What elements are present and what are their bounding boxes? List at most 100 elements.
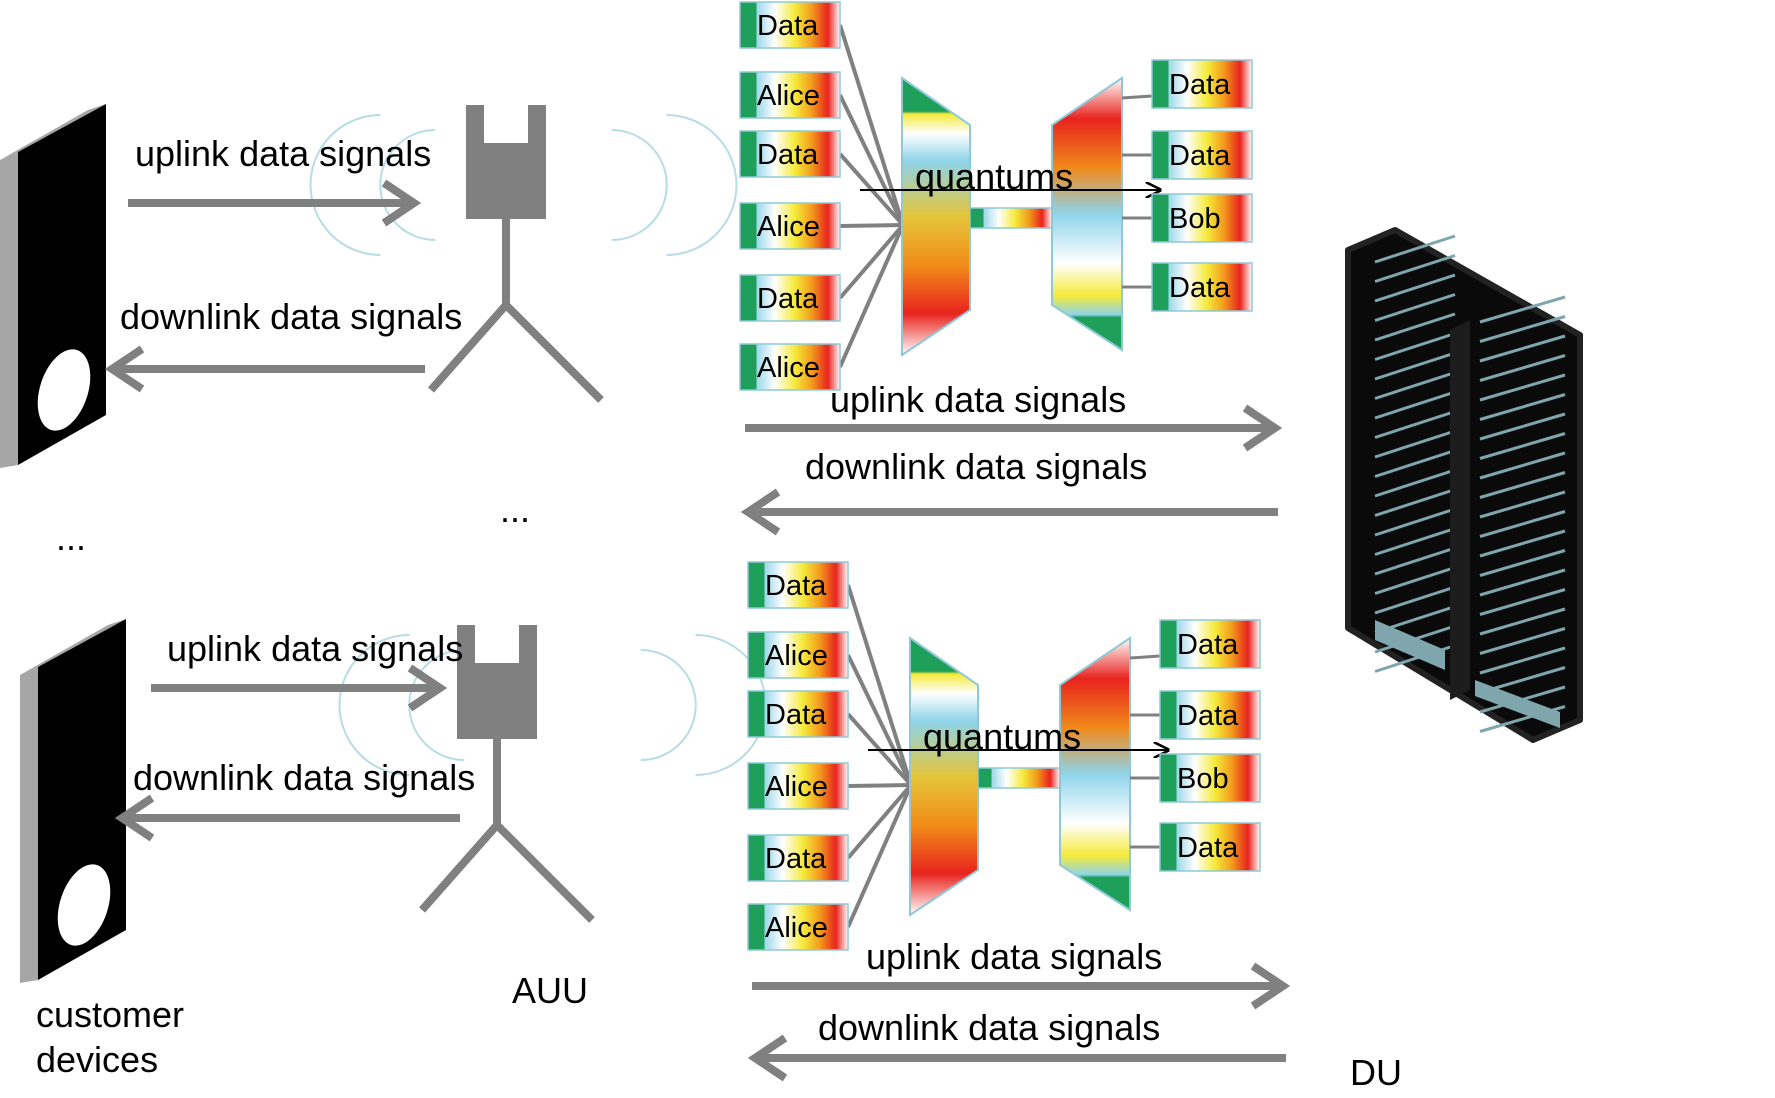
du-slot-right-6	[1479, 412, 1566, 441]
du-slot-right-15	[1479, 588, 1566, 616]
uplink-arrow-bottom-right	[752, 962, 1291, 1010]
du-slot-right-10	[1479, 490, 1566, 519]
radio-waves-top-arc-1	[379, 129, 436, 241]
wdm-bottom-in-line-1	[846, 654, 913, 786]
downlink-arrow-top-right-head-icon	[740, 488, 781, 536]
wdm-top-input-0: Data	[739, 1, 841, 49]
auu-antenna-bottom-leg-right	[494, 822, 595, 923]
wdm-top-quantums-label: quantums	[915, 156, 1073, 197]
downlink-arrow-bottom-left	[114, 794, 460, 842]
wdm-bottom-output-1-fill	[1159, 690, 1261, 740]
wdm-bottom-output-2-fill	[1159, 753, 1261, 803]
du-slot-right-5	[1479, 393, 1566, 421]
du-slot-left-3	[1374, 293, 1456, 322]
wdm-bottom-output-3-label: Data	[1177, 832, 1239, 864]
du-slot-left-1	[1374, 254, 1456, 283]
du-slot-right-14	[1479, 568, 1566, 597]
du-slot-left-2	[1374, 273, 1456, 303]
wdm-bottom-input-1-label: Alice	[765, 640, 828, 672]
wdm-bottom-input-0-label: Data	[765, 570, 827, 602]
radio-waves-top-arc-0	[309, 114, 381, 256]
wdm-bottom-input-4: Data	[747, 834, 849, 882]
du-slot-left-17	[1374, 566, 1456, 595]
radio-waves-top-arc-3	[666, 114, 738, 256]
wdm-bottom-output-0: Data	[1159, 619, 1261, 669]
wdm-top-in-line-4	[838, 223, 905, 300]
du-slot-left-12	[1374, 468, 1456, 498]
wdm-top-input-5-label: Alice	[757, 352, 820, 384]
du-slot-right-0	[1479, 295, 1566, 324]
du-slot-left-14	[1374, 507, 1456, 537]
wdm-top-output-3-label: Data	[1169, 272, 1231, 304]
du-slot-right-1	[1479, 315, 1566, 343]
auu-antenna-top-leg-left	[428, 302, 509, 393]
wdm-bottom-output-2-label: Bob	[1177, 763, 1229, 795]
wdm-top-mux-trapezoid	[901, 76, 971, 357]
wdm-bottom-input-2-label: Data	[765, 699, 827, 731]
wdm-top-output-0-fill	[1151, 59, 1253, 109]
du-slot-right-17	[1479, 627, 1566, 655]
wdm-top-input-5: Alice	[739, 343, 841, 391]
downlink-label-top-right: downlink data signals	[805, 446, 1147, 487]
du-slot-right-18	[1479, 646, 1566, 675]
wdm-top-input-2-fill	[739, 130, 841, 178]
wdm-top-output-0: Data	[1151, 59, 1253, 109]
wdm-bottom-fiber	[977, 767, 1061, 789]
du-slot-left-9	[1374, 410, 1456, 439]
wdm-bottom-input-3: Alice	[747, 762, 849, 810]
wdm-top-input-4-label: Data	[757, 283, 819, 315]
du-slot-right-16	[1479, 607, 1566, 636]
du-slot-right-9	[1479, 471, 1566, 499]
du-slot-left-13	[1374, 488, 1456, 517]
wdm-top-input-4: Data	[739, 274, 841, 322]
du-slot-right-3	[1479, 354, 1566, 382]
customer-device-bottom	[20, 619, 126, 983]
ellipsis-auu: ...	[500, 489, 530, 530]
wdm-bottom-out-line-0	[1129, 654, 1161, 660]
wdm-top-output-1: Data	[1151, 130, 1253, 180]
du-slot-right-2	[1479, 334, 1566, 363]
uplink-arrow-top-right	[745, 404, 1283, 452]
customer-devices-label-line2: devices	[36, 1039, 158, 1080]
wdm-top-input-1: Alice	[739, 71, 841, 119]
du-slot-right-11	[1479, 510, 1566, 538]
du-rack-divider	[1450, 320, 1470, 700]
auu-antenna-top	[428, 105, 604, 403]
du-slot-left-11	[1374, 449, 1456, 478]
wdm-top-output-2-label: Bob	[1169, 203, 1221, 235]
du-slot-left-16	[1374, 546, 1456, 576]
wdm-top-output-0-label: Data	[1169, 69, 1231, 101]
wdm-bottom-input-5-fill	[747, 903, 849, 951]
du-slot-right-12	[1479, 529, 1566, 558]
customer-devices-label-line1: customer	[36, 994, 184, 1035]
du-slot-left-15	[1374, 527, 1456, 556]
wdm-top-output-1-fill	[1151, 130, 1253, 180]
wdm-bottom-in-line-4	[846, 783, 913, 860]
customer-device-top-button-icon	[37, 349, 91, 431]
uplink-arrow-top-right-head-icon	[1242, 404, 1283, 452]
wdm-top-input-2: Data	[739, 130, 841, 178]
wdm-bottom: quantums	[846, 584, 1168, 928]
wdm-top-demux-trapezoid	[1051, 76, 1123, 352]
wdm-top-input-0-label: Data	[757, 10, 819, 42]
wdm-top-output-3-fill	[1151, 262, 1253, 312]
du-slot-right-7	[1479, 432, 1566, 460]
wdm-top-output-3: Data	[1151, 262, 1253, 312]
uplink-label-bottom-left: uplink data signals	[167, 628, 463, 669]
wdm-bottom-in-line-5	[846, 784, 913, 928]
uplink-arrow-bottom-right-head-icon	[1250, 962, 1291, 1010]
wdm-top-input-1-fill	[739, 71, 841, 119]
du-slot-left-4	[1374, 312, 1456, 342]
wdm-top-input-3: Alice	[739, 202, 841, 250]
wdm-top-input-3-label: Alice	[757, 211, 820, 243]
uplink-label-top-left: uplink data signals	[135, 133, 431, 174]
auu-antenna-bottom-head	[457, 625, 537, 739]
downlink-arrow-top-right	[740, 488, 1278, 536]
customer-device-top	[0, 104, 106, 468]
du-base-slot-left	[1375, 620, 1445, 670]
wdm-bottom-output-0-label: Data	[1177, 629, 1239, 661]
downlink-arrow-top-left-head-icon	[104, 345, 145, 393]
customer-device-bottom-edge	[20, 667, 38, 983]
radio-waves-bottom-arc-2	[640, 649, 697, 761]
